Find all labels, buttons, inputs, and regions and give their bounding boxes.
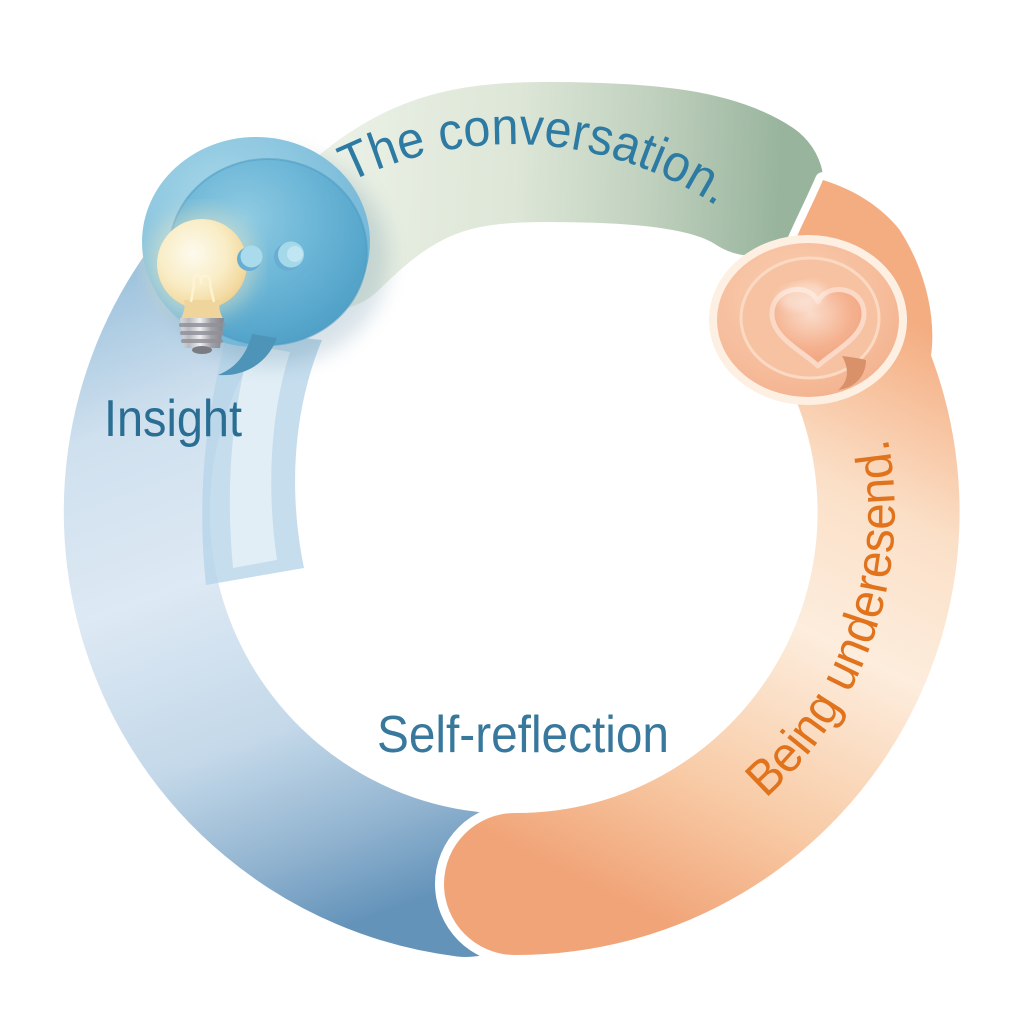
heart-gloss — [778, 282, 826, 310]
segment-understood-band — [444, 236, 960, 956]
lightbulb-filament — [189, 274, 216, 303]
label-insight: Insight — [104, 390, 242, 448]
segment-insight-band — [63, 160, 539, 957]
lightbulb-base-ridge — [181, 339, 223, 343]
heart-speech-bubble-icon — [709, 235, 907, 405]
segment-conversation-band — [260, 81, 824, 310]
lightbulb-base-ridge — [179, 323, 225, 327]
bubble-trail-highlight — [229, 345, 290, 568]
lightbulb-base-nub — [192, 346, 212, 354]
lightbulb-neck — [181, 300, 223, 319]
lightbulb-base-ridge — [180, 331, 224, 335]
label-self-reflection: Self-reflection — [377, 706, 669, 764]
lightbulb-glass — [157, 219, 247, 309]
lightbulb-speech-bubble-icon — [142, 137, 388, 376]
heart-bubble-tail — [838, 356, 866, 390]
chat-dots-icon — [237, 241, 304, 271]
bubble-tail — [218, 334, 277, 376]
